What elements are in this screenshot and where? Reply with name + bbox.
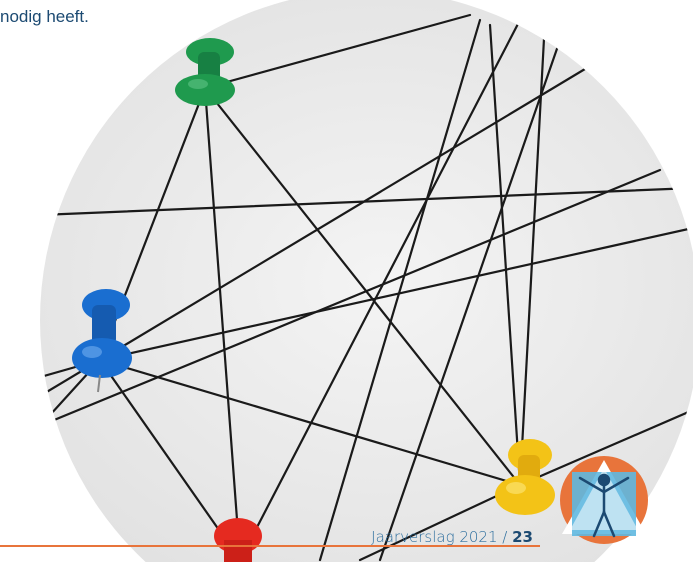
report-label: Jaarverslag 2021 (371, 528, 498, 546)
vitruvian-figure-logo-icon (560, 456, 648, 544)
page-number: 23 (512, 528, 533, 546)
intro-text: nodig heeft. (0, 7, 89, 26)
footer-page-label: Jaarverslag 2021 / 23 (371, 528, 533, 546)
footer-rule (0, 545, 540, 547)
yellow-pin-icon (495, 439, 555, 515)
green-pin-icon (175, 38, 235, 106)
page-separator: / (497, 528, 513, 546)
blue-pin-icon (72, 289, 132, 393)
